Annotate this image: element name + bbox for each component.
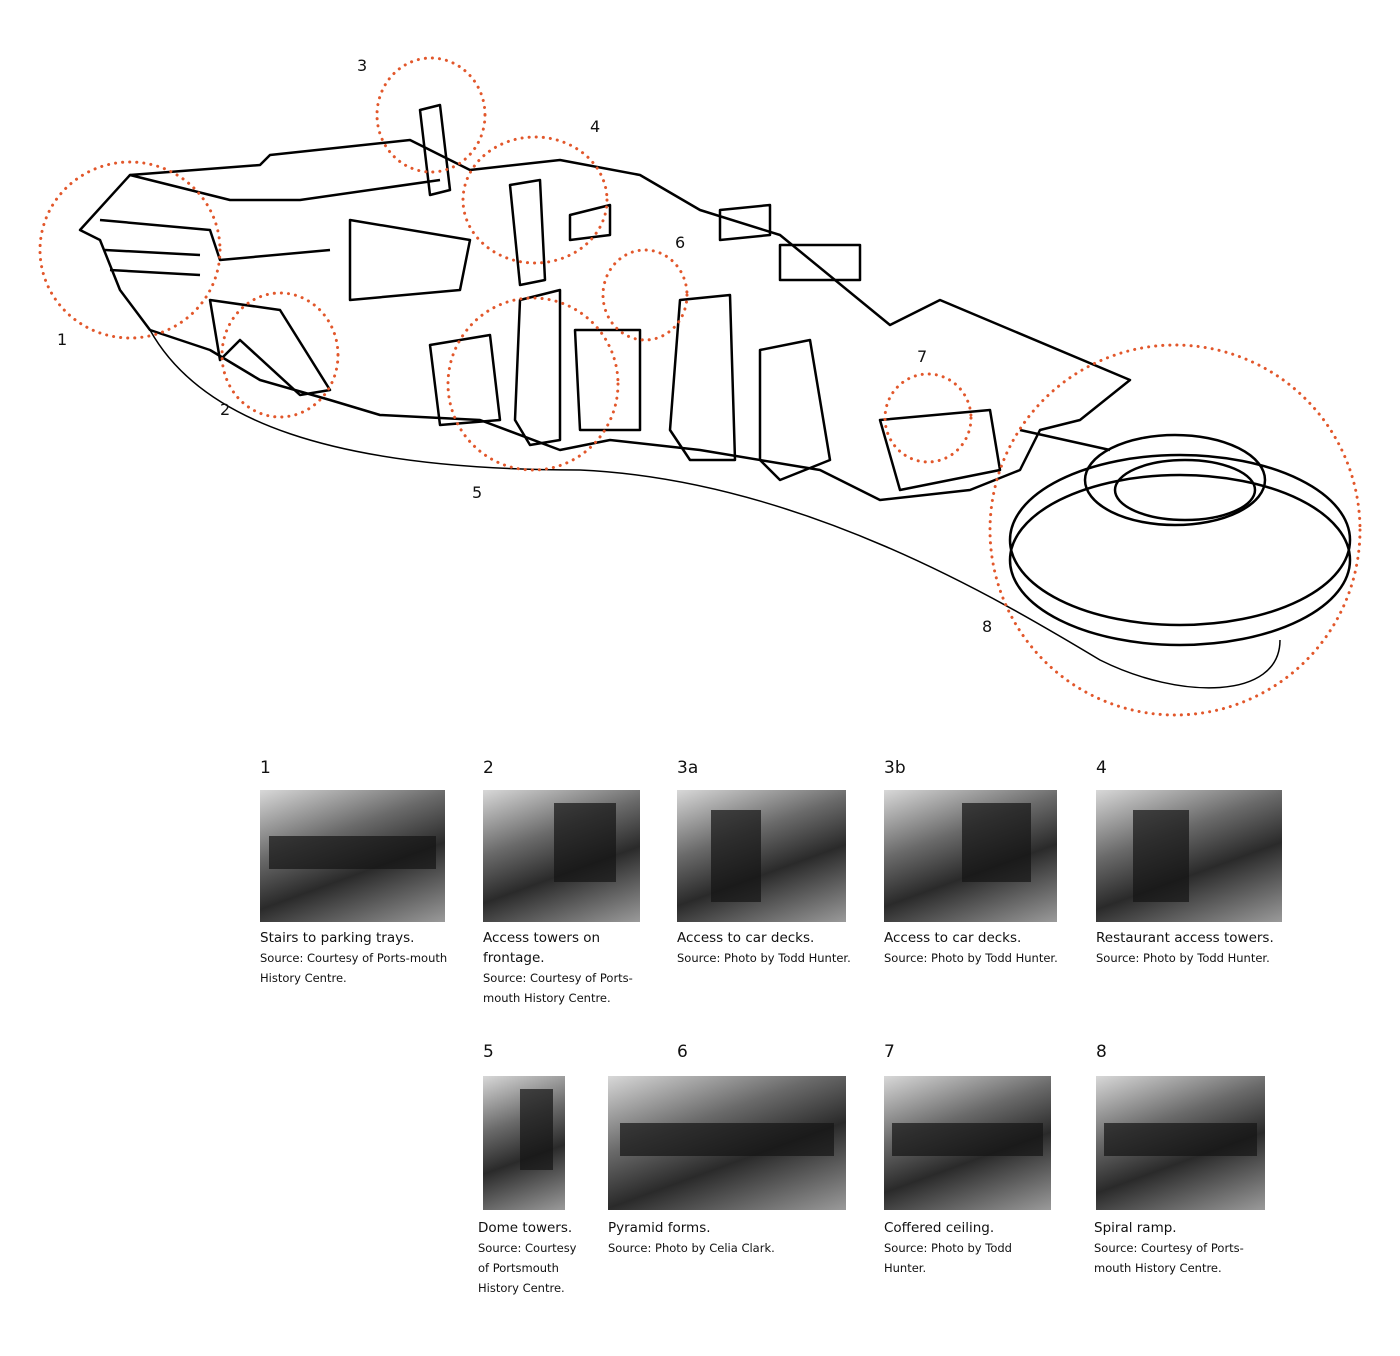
ground-outline <box>149 329 1281 689</box>
photo-car-decks-b <box>884 790 1057 922</box>
photo-title: Pyramid forms. <box>608 1220 711 1236</box>
photo-stairs <box>260 790 445 922</box>
callout-label-7: 7 <box>917 347 928 366</box>
photo-source: Source: Courtesy of Portsmouth History C… <box>478 1241 577 1295</box>
photo-title: Dome towers. <box>478 1220 573 1236</box>
photo-coffered-ceiling <box>884 1076 1051 1210</box>
callout-label-1: 1 <box>57 330 68 349</box>
photo-spiral-ramp <box>1096 1076 1265 1210</box>
callout-circle-4 <box>461 135 609 265</box>
photo-number: 2 <box>483 758 494 778</box>
building-outline <box>78 103 1352 647</box>
callout-circle-2 <box>220 291 340 419</box>
callout-circle-7 <box>883 372 973 464</box>
photo-source: Source: Photo by Todd Hunter. <box>884 951 1058 965</box>
photo-access-towers <box>483 790 640 922</box>
photo-number: 3b <box>884 758 906 778</box>
photo-number: 4 <box>1096 758 1107 778</box>
building-axonometric-sketch <box>38 56 1362 717</box>
photo-source: Source: Photo by Todd Hunter. <box>1096 951 1270 965</box>
callout-circles <box>38 56 1362 717</box>
photo-source: Source: Photo by Todd Hunter. <box>884 1241 1012 1275</box>
callout-circle-3 <box>375 56 487 174</box>
photo-number: 6 <box>677 1042 688 1062</box>
photo-source: Source: Courtesy of Ports-mouth History … <box>1094 1241 1244 1275</box>
photo-source: Source: Photo by Todd Hunter. <box>677 951 851 965</box>
photo-car-decks-a <box>677 790 846 922</box>
photo-dome-towers <box>483 1076 565 1210</box>
photo-title: Access towers on frontage. <box>483 930 601 966</box>
callout-label-8: 8 <box>982 617 993 636</box>
photo-pyramid-forms <box>608 1076 846 1210</box>
photo-title: Access to car decks. <box>884 930 1022 946</box>
callout-label-2: 2 <box>220 400 231 419</box>
callout-label-6: 6 <box>675 233 686 252</box>
photo-number: 3a <box>677 758 699 778</box>
photo-source: Source: Courtesy of Ports-mouth History … <box>483 971 633 1005</box>
photo-title: Stairs to parking trays. <box>260 930 415 946</box>
photo-title: Restaurant access towers. <box>1096 930 1274 946</box>
photo-source: Source: Photo by Celia Clark. <box>608 1241 775 1255</box>
photo-source: Source: Courtesy of Ports-mouth History … <box>260 951 448 985</box>
callout-circle-6 <box>601 248 689 342</box>
callout-circle-8 <box>988 343 1362 717</box>
callout-label-5: 5 <box>472 483 483 502</box>
callout-circle-5 <box>446 296 620 472</box>
callout-label-4: 4 <box>590 117 601 136</box>
photo-number: 7 <box>884 1042 895 1062</box>
photo-title: Spiral ramp. <box>1094 1220 1177 1236</box>
photo-title: Coffered ceiling. <box>884 1220 995 1236</box>
photo-number: 8 <box>1096 1042 1107 1062</box>
photo-number: 1 <box>260 758 271 778</box>
callout-circle-1 <box>38 160 222 340</box>
photo-number: 5 <box>483 1042 494 1062</box>
photo-restaurant-towers <box>1096 790 1282 922</box>
photo-title: Access to car decks. <box>677 930 815 946</box>
callout-label-3: 3 <box>357 56 368 75</box>
